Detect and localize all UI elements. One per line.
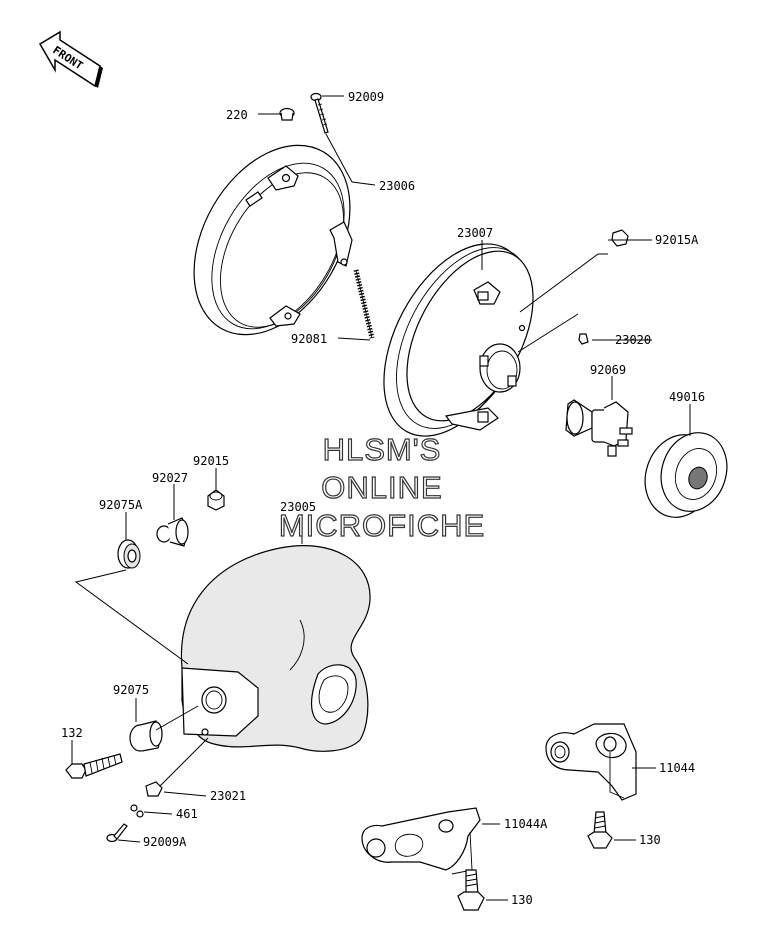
label-49016: 49016 xyxy=(669,390,705,404)
label-23005: 23005 xyxy=(280,500,316,514)
label-11044A: 11044A xyxy=(504,817,548,831)
label-11044: 11044 xyxy=(659,761,695,775)
label-23006: 23006 xyxy=(379,179,415,193)
label-92015A: 92015A xyxy=(655,233,699,247)
label-132: 132 xyxy=(61,726,83,740)
bracket-11044 xyxy=(545,723,637,801)
label-130-lower: 130 xyxy=(511,893,533,907)
headlight-unit xyxy=(383,243,534,437)
label-23007: 23007 xyxy=(457,226,493,240)
label-92009: 92009 xyxy=(348,90,384,104)
screw-220 xyxy=(279,107,295,121)
grommet-92075A xyxy=(117,539,141,569)
clip-23020 xyxy=(578,333,589,345)
watermark: HLSM'S ONLINE MICROFICHE xyxy=(278,431,485,543)
watermark-line-1: HLSM'S xyxy=(323,432,442,467)
label-461: 461 xyxy=(176,807,198,821)
bracket-11044A xyxy=(361,807,481,875)
watermark-line-3: MICROFICHE xyxy=(279,508,485,543)
bolt-132 xyxy=(65,753,123,779)
collar-92027 xyxy=(156,517,189,547)
spring-92081 xyxy=(353,269,375,339)
label-92081: 92081 xyxy=(291,332,327,346)
watermark-line-2: ONLINE xyxy=(321,470,442,505)
label-23021: 23021 xyxy=(210,789,246,803)
label-92027: 92027 xyxy=(152,471,188,485)
part-labels: 220 92009 23006 92081 23007 92015A 23020… xyxy=(61,90,705,907)
headlight-housing xyxy=(180,545,371,752)
bulb-92069 xyxy=(565,399,633,457)
leader-lines xyxy=(71,95,691,901)
screw-92009 xyxy=(310,92,329,134)
label-23020: 23020 xyxy=(615,333,651,347)
washer-461 xyxy=(130,804,144,818)
clip-23021 xyxy=(145,781,163,797)
label-92015: 92015 xyxy=(193,454,229,468)
bolt-130-upper xyxy=(587,811,613,849)
headlight-rim xyxy=(193,144,353,336)
grommet-92075 xyxy=(129,720,163,752)
label-92075: 92075 xyxy=(113,683,149,697)
nut-92015 xyxy=(207,489,225,511)
label-92009A: 92009A xyxy=(143,835,187,849)
label-92069: 92069 xyxy=(590,363,626,377)
bolt-130-lower xyxy=(457,869,485,911)
label-130-upper: 130 xyxy=(639,833,661,847)
label-92075A: 92075A xyxy=(99,498,143,512)
screw-92009A xyxy=(106,823,128,843)
nut-92015A xyxy=(611,229,629,247)
label-220: 220 xyxy=(226,108,248,122)
front-arrow-icon xyxy=(38,30,103,88)
socket-cover-49016 xyxy=(644,432,728,518)
front-direction-badge: FRONT xyxy=(38,30,103,88)
